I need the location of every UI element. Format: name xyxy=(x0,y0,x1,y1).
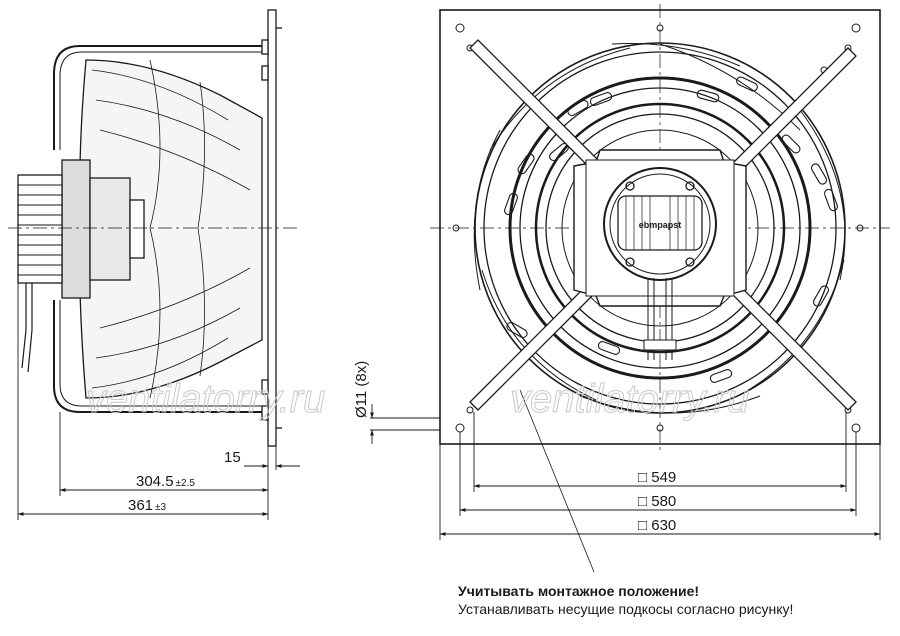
dimension-361-value: 361 xyxy=(128,497,153,514)
blade-slots xyxy=(504,76,838,383)
front-view xyxy=(430,4,890,450)
watermark-right: ventilatorry.ru xyxy=(510,377,749,421)
side-view xyxy=(8,9,300,447)
dimension-361-tolerance: ±3 xyxy=(155,502,166,513)
dimension-304-5-value: 304.5 xyxy=(136,473,174,490)
dimension-580: □ 580 xyxy=(638,493,676,510)
dimension-15: 15 xyxy=(224,449,241,466)
note-line-2: Устанавливать несущие подкосы согласно р… xyxy=(458,601,794,617)
note-line-1: Учитывать монтажное положение! xyxy=(458,583,700,599)
dimension-361: 361±3 xyxy=(128,497,167,514)
dimension-304-5-tolerance: ±2.5 xyxy=(176,478,196,489)
hole-callout: Ø11 (8x) xyxy=(353,361,370,418)
dimension-304-5: 304.5±2.5 xyxy=(136,473,195,490)
support-struts xyxy=(469,39,857,411)
side-dimensions xyxy=(17,283,440,520)
watermark-left: ventilatorry.ru xyxy=(86,377,325,421)
dimension-630: □ 630 xyxy=(638,517,676,534)
impeller-blades xyxy=(473,43,846,414)
motor-brand-label: ebmpapst xyxy=(639,220,682,230)
support-strut-bottom xyxy=(53,300,262,413)
motor-side xyxy=(61,159,91,299)
support-strut-top xyxy=(53,45,262,150)
dimension-549: □ 549 xyxy=(638,469,676,486)
terminal-box-side xyxy=(17,174,63,284)
front-dimensions xyxy=(439,389,881,573)
